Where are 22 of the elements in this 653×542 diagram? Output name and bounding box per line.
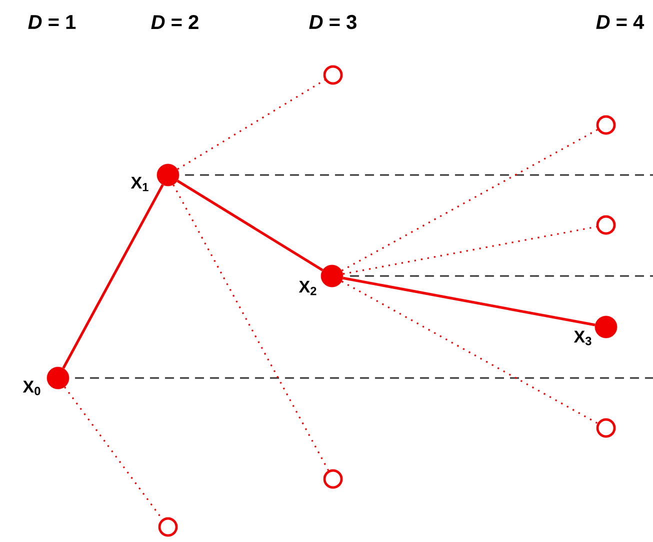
candidate-circle [596, 418, 616, 438]
path-line [176, 180, 324, 272]
dotted-line [341, 280, 598, 424]
dotted-line [172, 184, 330, 471]
dotted-line [342, 226, 597, 275]
dotted-line [177, 79, 326, 170]
point-label: X$_{0}$ [22, 380, 40, 396]
point-label: X$_{1}$ [130, 176, 148, 192]
path-line [62, 184, 164, 369]
candidate-circle [596, 115, 616, 135]
candidate-circle [323, 469, 343, 489]
candidate-circle [158, 517, 178, 537]
dotted-line [341, 128, 598, 272]
point-label: X$_{2}$ [298, 280, 316, 296]
candidate-circle [596, 215, 616, 235]
depth-label: D = 4 [596, 15, 644, 29]
depth-label: D = 2 [151, 15, 198, 29]
candidate-circle [323, 65, 343, 85]
depth-label: D = 1 [28, 15, 76, 29]
depth-label: D = 3 [309, 14, 356, 30]
path-line [342, 276, 596, 326]
point-label: X$_{3}$ [574, 330, 592, 346]
